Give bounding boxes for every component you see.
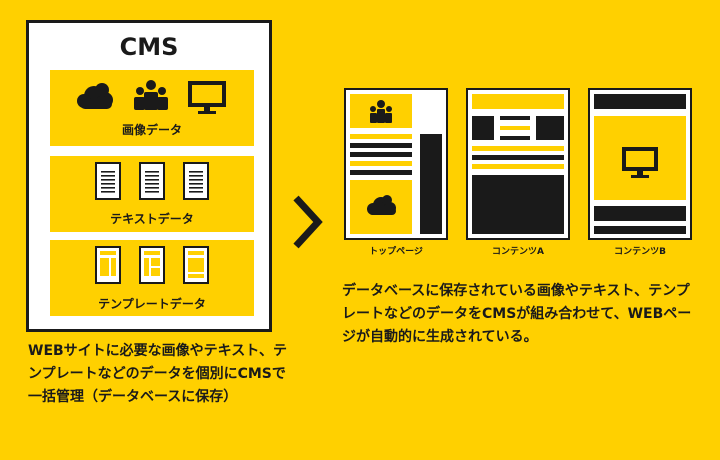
template-icons — [95, 246, 209, 284]
image-data-label: 画像データ — [121, 123, 182, 137]
top-page-mockup — [344, 88, 448, 240]
right-description: データベースに保存されている画像やテキスト、テンプレートなどのデータをCMSが組… — [342, 283, 692, 345]
template-data-panel: テンプレートデータ — [50, 240, 254, 316]
template-data-label: テンプレートデータ — [98, 297, 206, 311]
people-icon — [134, 80, 168, 110]
image-data-panel: 画像データ — [50, 70, 254, 146]
document-icon — [183, 162, 209, 200]
top-page-label: トップページ — [369, 247, 423, 257]
document-icon — [139, 162, 165, 200]
cms-title: CMS — [119, 33, 179, 61]
content-b-label: コンテンツB — [614, 247, 666, 257]
content-a-mockup — [466, 88, 570, 240]
people-icon — [370, 100, 392, 123]
template-icon — [95, 246, 121, 284]
content-b-mockup — [588, 88, 692, 240]
cloud-icon — [367, 195, 396, 215]
text-data-label: テキストデータ — [110, 212, 194, 226]
left-description: WEBサイトに必要な画像やテキスト、テンプレートなどのデータを個別にCMSで一括… — [28, 343, 287, 405]
template-icon — [183, 246, 209, 284]
monitor-icon — [622, 147, 658, 178]
content-a-label: コンテンツA — [492, 247, 544, 257]
cms-box: CMS — [26, 20, 272, 332]
cloud-icon — [77, 83, 113, 109]
monitor-icon — [188, 81, 226, 114]
template-icon — [139, 246, 165, 284]
image-icons — [77, 80, 226, 114]
arrow-right-icon — [293, 195, 323, 249]
text-icons — [95, 162, 209, 200]
document-icon — [95, 162, 121, 200]
text-data-panel: テキストデータ — [50, 156, 254, 232]
